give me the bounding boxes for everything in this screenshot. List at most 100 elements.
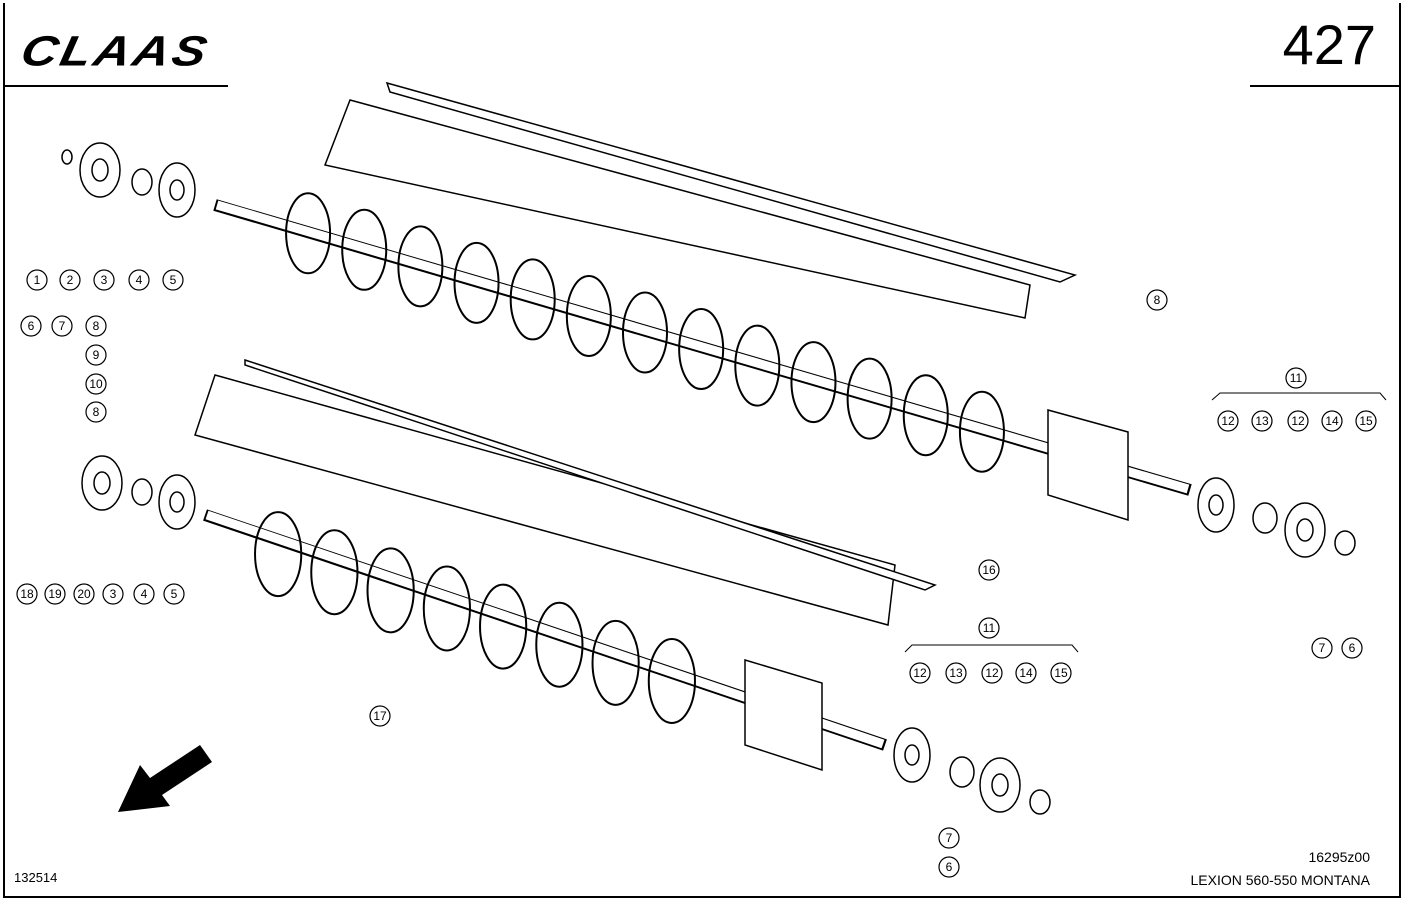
callout-3: 3 <box>93 269 115 291</box>
callout-7: 7 <box>1311 637 1333 659</box>
bearing-parts <box>61 142 1356 815</box>
auger-flight <box>285 192 332 275</box>
callout-14: 14 <box>1321 410 1343 432</box>
callout-number: 3 <box>110 587 117 601</box>
callout-number: 14 <box>1019 666 1033 680</box>
callout-6: 6 <box>20 315 42 337</box>
callout-4: 4 <box>133 583 155 605</box>
auger-flight <box>535 601 584 688</box>
callout-number: 12 <box>1291 414 1305 428</box>
callout-11: 11 <box>978 617 1000 639</box>
auger-flight <box>902 374 949 457</box>
callout-number: 7 <box>59 319 66 333</box>
callout-number: 4 <box>141 587 148 601</box>
callout-3: 3 <box>102 583 124 605</box>
auger-flight <box>591 619 640 706</box>
direction-arrow-icon <box>118 745 212 812</box>
auger-flight <box>734 324 781 407</box>
callout-number: 18 <box>20 587 34 601</box>
callout-number: 16 <box>982 563 996 577</box>
lower-cover-strip <box>244 358 937 591</box>
group-bracket-top <box>1211 392 1387 401</box>
callout-14: 14 <box>1015 662 1037 684</box>
callout-number: 6 <box>946 860 953 874</box>
page-number: 427 <box>1282 13 1376 76</box>
auger-flight <box>453 241 500 324</box>
auger-flight <box>310 529 359 616</box>
callout-number: 8 <box>93 405 100 419</box>
drawing-reference: 16295z00 <box>1308 849 1370 865</box>
callout-8: 8 <box>1146 289 1168 311</box>
callout-number: 5 <box>170 273 177 287</box>
callout-6: 6 <box>1341 637 1363 659</box>
callout-9: 9 <box>85 344 107 366</box>
auger-flight <box>422 565 471 652</box>
callout-10: 10 <box>85 373 107 395</box>
callout-16: 16 <box>978 559 1000 581</box>
callout-18: 18 <box>16 583 38 605</box>
callout-11: 11 <box>1285 367 1307 389</box>
upper-auger-flights <box>285 192 1005 473</box>
callout-number: 6 <box>1349 641 1356 655</box>
lower-cover-plate <box>194 374 896 626</box>
callout-number: 12 <box>1221 414 1235 428</box>
callout-20: 20 <box>73 583 95 605</box>
callout-number: 8 <box>93 319 100 333</box>
callout-6: 6 <box>938 856 960 878</box>
callout-5: 5 <box>163 583 185 605</box>
callout-number: 11 <box>1290 371 1303 385</box>
auger-flight <box>678 308 725 391</box>
upper-cover-plate <box>323 99 1031 319</box>
auger-flight <box>958 390 1005 473</box>
callout-number: 13 <box>1255 414 1269 428</box>
callout-19: 19 <box>44 583 66 605</box>
callout-number: 20 <box>77 587 91 601</box>
auger-flight <box>647 637 696 724</box>
callout-number: 2 <box>67 273 74 287</box>
callout-number: 1 <box>34 273 41 287</box>
callout-7: 7 <box>938 827 960 849</box>
callout-7: 7 <box>51 315 73 337</box>
auger-flight <box>622 291 668 374</box>
auger-flight <box>366 547 415 634</box>
auger-flight <box>509 258 556 341</box>
callout-number: 19 <box>48 587 62 601</box>
auger-flight <box>254 511 303 598</box>
callout-12: 12 <box>1217 410 1239 432</box>
header-rule-right <box>1250 85 1400 87</box>
callout-4: 4 <box>128 269 150 291</box>
header-rule-left <box>3 85 228 87</box>
auger-flight <box>341 208 388 291</box>
page-frame <box>3 3 1401 898</box>
callout-number: 12 <box>985 666 999 680</box>
callout-number: 12 <box>913 666 927 680</box>
callout-number: 15 <box>1359 414 1373 428</box>
group-bracket-bottom <box>904 644 1079 653</box>
upper-cover-strip <box>385 81 1078 283</box>
callout-1: 1 <box>26 269 48 291</box>
callout-8: 8 <box>85 401 107 423</box>
callout-number: 7 <box>946 831 953 845</box>
callout-12: 12 <box>909 662 931 684</box>
machine-model: LEXION 560-550 MONTANA <box>1190 872 1370 888</box>
callout-number: 9 <box>93 348 100 362</box>
upper-end-plate <box>1047 409 1129 522</box>
callout-number: 6 <box>28 319 35 333</box>
callout-number: 17 <box>373 709 387 723</box>
callout-number: 13 <box>949 666 963 680</box>
callout-number: 14 <box>1325 414 1339 428</box>
callout-15: 15 <box>1050 662 1072 684</box>
auger-flight <box>479 583 528 670</box>
callout-13: 13 <box>1251 410 1273 432</box>
lower-auger-flights <box>254 511 696 724</box>
callout-number: 11 <box>983 621 996 635</box>
callout-number: 7 <box>1319 641 1326 655</box>
callout-12: 12 <box>981 662 1003 684</box>
callout-13: 13 <box>945 662 967 684</box>
callout-12: 12 <box>1287 410 1309 432</box>
drawing-code: 132514 <box>14 870 58 885</box>
callout-2: 2 <box>59 269 81 291</box>
auger-flight <box>397 225 444 308</box>
